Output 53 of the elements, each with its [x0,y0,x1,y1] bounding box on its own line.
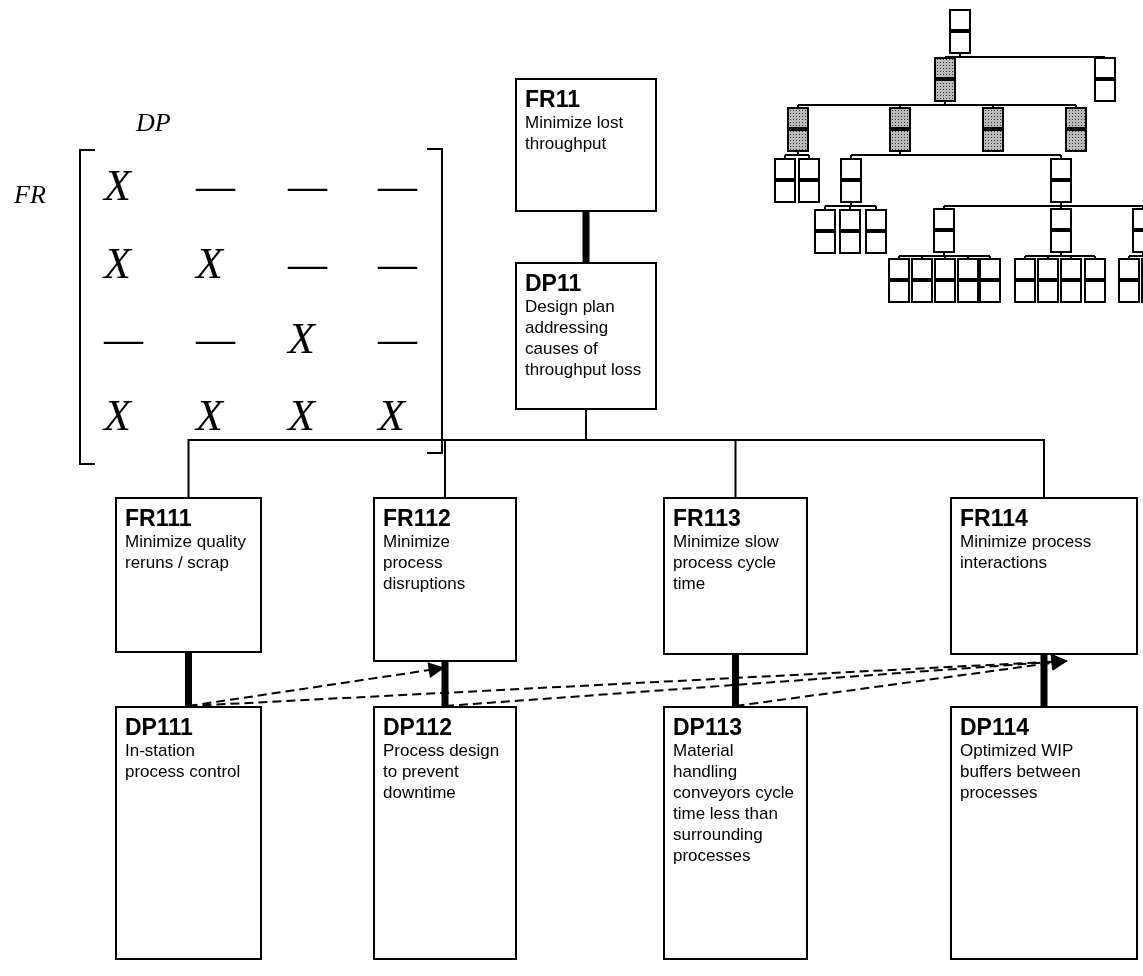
matrix-entry: X [288,313,315,364]
box-text: Process design to prevent downtime [383,740,501,803]
design-parameter-box [515,262,657,410]
matrix-entry: X [378,390,405,441]
box-heading: FR11 [525,86,581,112]
box-heading: FR111 [125,505,193,531]
box-heading: DP113 [673,714,744,740]
axis-label: FR [14,180,46,210]
design-parameter-box [663,706,808,960]
box-text: Minimize process interactions [960,531,1093,573]
axis-label: DP [136,108,171,138]
design-parameter-box [950,706,1138,960]
matrix-entry: X [104,160,131,211]
matrix-entry: — [378,313,418,364]
matrix-entry: X [288,390,315,441]
design-parameter-box [115,706,262,960]
thick-connector [732,655,739,706]
matrix-entry: — [288,238,328,289]
box-text: Design plan addressing causes of throughput loss [525,296,643,380]
requirement-box [950,497,1138,655]
design-parameter-box [373,706,517,960]
matrix-entry: X [196,238,223,289]
thick-connector [185,653,192,706]
box-text: Minimize slow process cycle time [673,531,780,594]
matrix-entry: — [378,238,418,289]
box-text: Minimize quality reruns / scrap [125,531,247,573]
matrix-entry: — [196,313,236,364]
box-heading: FR112 [383,505,452,531]
matrix-entry: X [104,390,131,441]
thick-connector [582,212,590,262]
box-heading: DP111 [125,714,194,740]
matrix-entry: — [104,313,144,364]
box-heading: FR113 [673,505,742,531]
box-text: Material handling conveyors cycle time less than surrounding processes [673,740,795,866]
thick-connector [1040,655,1048,706]
box-text: Optimized WIP buffers between processes [960,740,1082,803]
matrix-entry: X [196,390,223,441]
thick-connector [441,662,449,706]
box-heading: DP112 [383,714,454,740]
matrix-entry: — [378,160,418,211]
box-text: Minimize process disruptions [383,531,467,594]
matrix-entry: — [196,160,236,211]
matrix-entry: — [288,160,328,211]
box-heading: DP11 [525,270,583,296]
requirement-box [663,497,808,655]
requirement-box [373,497,517,662]
requirement-box [515,78,657,212]
box-heading: DP114 [960,714,1031,740]
box-text: In-station process control [125,740,242,782]
box-heading: FR114 [960,505,1029,531]
matrix-entry: X [104,238,131,289]
requirement-box [115,497,262,653]
box-text: Minimize lost throughput [525,112,625,154]
